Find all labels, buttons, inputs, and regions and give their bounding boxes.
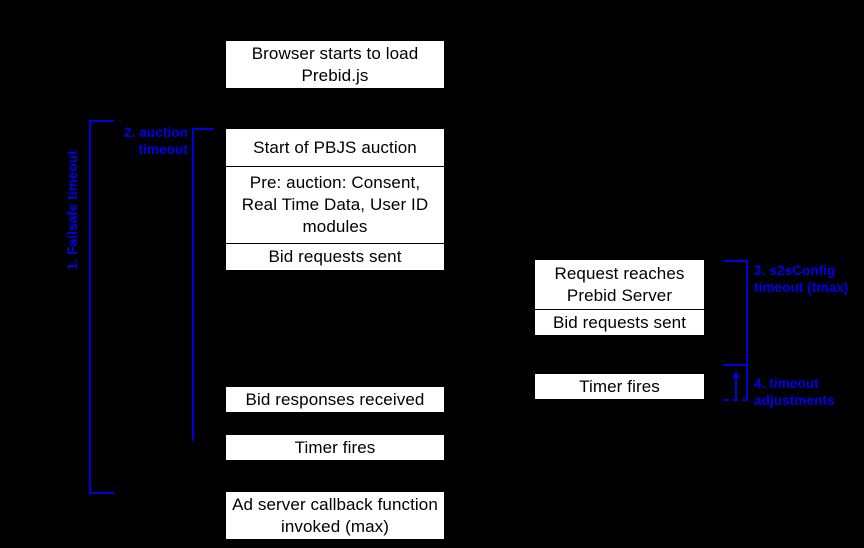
flow-box-timer-fires-server: Timer fires [534, 373, 705, 400]
auction-bracket-top-arm [192, 128, 214, 130]
flow-box-ad-server-callback: Ad server callback function invoked (max… [225, 491, 445, 540]
annotation-failsafe-timeout: 1. Failsafe timeout [65, 150, 80, 270]
annotation-timeout-adjustments: 4. timeout adjustments [754, 376, 835, 408]
flow-box-start-auction: Start of PBJS auction [225, 128, 445, 167]
timeout-adjustments-dashed-baseline [723, 399, 748, 401]
timeout-adjustments-divider [746, 366, 748, 400]
auction-bracket-spine [192, 128, 194, 441]
annotation-s2sconfig-timeout: 3. s2sConfig timeout (tmax) [754, 263, 849, 295]
flow-box-bid-requests-sent-server: Bid requests sent [534, 310, 705, 336]
failsafe-bracket-top-arm [89, 120, 114, 122]
flow-box-bid-responses-received: Bid responses received [225, 386, 445, 413]
s2sconfig-bracket-spine [746, 260, 748, 366]
flow-box-pre-auction: Pre: auction: Consent, Real Time Data, U… [225, 167, 445, 244]
s2sconfig-bracket-bottom-arm [723, 364, 748, 366]
failsafe-bracket-bottom-arm [89, 492, 114, 494]
flow-box-request-reaches-prebid-server: Request reaches Prebid Server [534, 259, 705, 310]
flow-box-bid-requests-sent-client: Bid requests sent [225, 244, 445, 271]
flow-box-browser-load: Browser starts to load Prebid.js [225, 40, 445, 89]
timeout-adjustments-arrow-icon [732, 371, 740, 378]
failsafe-bracket-spine [89, 120, 91, 494]
timeout-adjustments-stem [735, 377, 737, 400]
annotation-auction-timeout: 2. auction timeout [123, 125, 188, 157]
s2sconfig-bracket-top-arm [723, 260, 748, 262]
flow-box-timer-fires-client: Timer fires [225, 434, 445, 461]
